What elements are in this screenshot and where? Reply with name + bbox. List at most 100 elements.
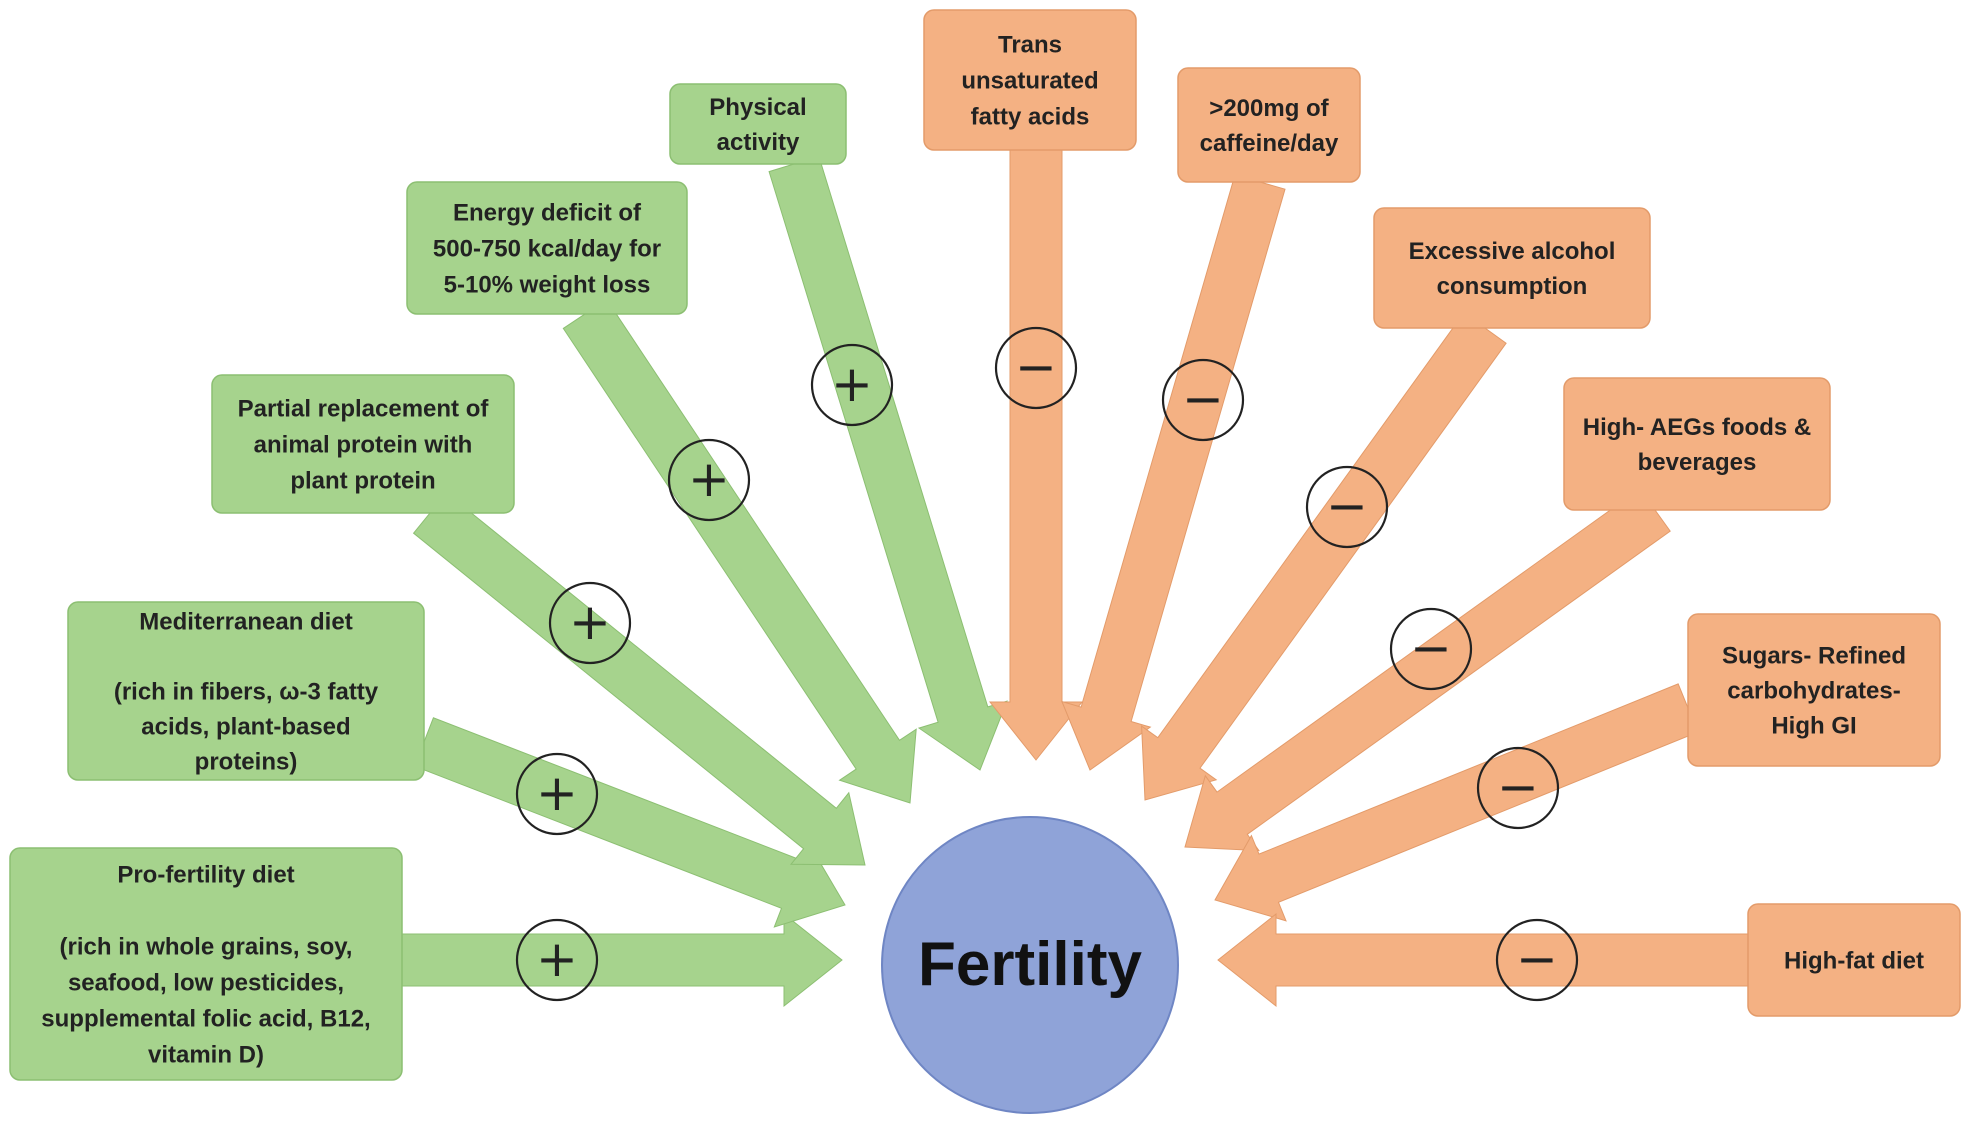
minus-sign-circle-ring bbox=[1305, 465, 1389, 549]
boxes-layer: Pro-fertility diet (rich in whole grains,… bbox=[9, 9, 1961, 1081]
negative-factor-box: High-fat diet bbox=[1747, 903, 1961, 1017]
plus-sign-circle: + bbox=[667, 438, 751, 522]
positive-factor-box-line: Physical bbox=[709, 94, 806, 121]
negative-factor-box-line: Excessive alcohol bbox=[1409, 238, 1616, 265]
positive-factor-box-line: animal protein with bbox=[254, 432, 473, 459]
plus-sign-circle: + bbox=[810, 343, 894, 427]
positive-factor-box-bg bbox=[406, 181, 688, 315]
negative-factor-box: Trans unsaturated fatty acids bbox=[923, 9, 1137, 151]
positive-arrow bbox=[768, 155, 1008, 771]
negative-factor-box-line: caffeine/day bbox=[1200, 130, 1339, 157]
minus-sign-circle: − bbox=[1161, 358, 1245, 442]
positive-factor-box: Mediterranean diet (rich in fibers, ω-3 f… bbox=[67, 601, 425, 781]
positive-factor-box-line: supplemental folic acid, B12, bbox=[41, 1006, 370, 1033]
positive-factor-box-line: proteins) bbox=[195, 749, 298, 776]
negative-arrow bbox=[1214, 683, 1699, 922]
positive-arrow bbox=[413, 717, 846, 928]
arrows-layer bbox=[401, 149, 1749, 1008]
negative-factor-box-line: fatty acids bbox=[971, 104, 1090, 131]
positive-factor-box-line: (rich in fibers, ω-3 fatty bbox=[114, 679, 379, 706]
positive-factor-box-line: Mediterranean diet bbox=[139, 609, 352, 636]
plus-sign-circle-ring bbox=[667, 438, 751, 522]
positive-factor-box-line: Energy deficit of bbox=[453, 200, 642, 227]
negative-factor-box-line: Sugars- Refined bbox=[1722, 643, 1906, 670]
negative-factor-box-line: unsaturated bbox=[961, 68, 1098, 95]
negative-factor-box-line: High GI bbox=[1771, 713, 1856, 740]
plus-sign-circle-ring bbox=[810, 343, 894, 427]
minus-sign-circle: − bbox=[1495, 918, 1579, 1002]
negative-factor-box-bg bbox=[1747, 903, 1961, 1017]
minus-sign-circle-ring bbox=[1161, 358, 1245, 442]
plus-sign-circle: + bbox=[515, 752, 599, 836]
negative-factor-box: Sugars- Refined carbohydrates- High GI bbox=[1687, 613, 1941, 767]
negative-arrow bbox=[988, 149, 1084, 761]
minus-sign-circle-ring bbox=[1389, 607, 1473, 691]
negative-factor-box-line: Trans bbox=[998, 32, 1062, 59]
plus-sign-circle-symbol: + bbox=[688, 450, 730, 508]
negative-arrow bbox=[1217, 912, 1749, 1008]
minus-sign-circle-symbol: − bbox=[1182, 370, 1224, 428]
plus-sign-circle-ring bbox=[515, 918, 599, 1002]
plus-sign-circle-ring bbox=[515, 752, 599, 836]
minus-sign-circle: − bbox=[1476, 746, 1560, 830]
positive-arrow bbox=[412, 492, 866, 866]
positive-factor-box: Energy deficit of 500-750 kcal/day for 5-1… bbox=[406, 181, 688, 315]
positive-factor-box-bg bbox=[67, 601, 425, 781]
minus-sign-circle: − bbox=[1389, 607, 1473, 691]
minus-sign-circle-ring bbox=[994, 326, 1078, 410]
fertility-center-label: Fertility bbox=[918, 930, 1142, 999]
negative-factor-box-line: High-fat diet bbox=[1784, 948, 1924, 975]
positive-factor-box: Partial replacement of animal protein wit… bbox=[211, 374, 515, 514]
positive-factor-box-line: acids, plant-based bbox=[141, 714, 350, 741]
minus-sign-circle-symbol: − bbox=[1015, 338, 1057, 396]
signs-layer: + + + + + − − − − − − bbox=[515, 326, 1579, 1002]
positive-factor-box-line: plant protein bbox=[290, 468, 435, 495]
positive-factor-box-line: vitamin D) bbox=[148, 1042, 264, 1069]
positive-factor-box-bg bbox=[9, 847, 403, 1081]
negative-factor-box-bg bbox=[1563, 377, 1831, 511]
plus-sign-circle-symbol: + bbox=[569, 593, 611, 651]
minus-sign-circle: − bbox=[994, 326, 1078, 410]
minus-sign-circle: − bbox=[1305, 465, 1389, 549]
minus-sign-circle-ring bbox=[1476, 746, 1560, 830]
negative-arrow bbox=[1061, 174, 1286, 771]
positive-factor-box-line: Partial replacement of bbox=[238, 396, 490, 423]
plus-sign-circle-symbol: + bbox=[536, 764, 578, 822]
minus-sign-circle-ring bbox=[1495, 918, 1579, 1002]
positive-factor-box-bg bbox=[669, 83, 847, 165]
positive-factor-box-bg bbox=[211, 374, 515, 514]
negative-factor-box-bg bbox=[1687, 613, 1941, 767]
center-layer: Fertility bbox=[881, 816, 1179, 1114]
minus-sign-circle-symbol: − bbox=[1516, 930, 1558, 988]
negative-factor-box-line: >200mg of bbox=[1209, 95, 1329, 122]
negative-factor-box-line: consumption bbox=[1437, 273, 1588, 300]
plus-sign-circle: + bbox=[515, 918, 599, 1002]
positive-factor-box: Pro-fertility diet (rich in whole grains,… bbox=[9, 847, 403, 1081]
positive-factor-box-line: Pro-fertility diet bbox=[117, 862, 294, 889]
negative-arrow bbox=[1184, 488, 1671, 852]
negative-factor-box-line: carbohydrates- bbox=[1727, 678, 1900, 705]
negative-factor-box: High- AEGs foods & beverages bbox=[1563, 377, 1831, 511]
positive-arrow bbox=[562, 298, 917, 804]
negative-factor-box-bg bbox=[923, 9, 1137, 151]
fertility-center-circle bbox=[881, 816, 1179, 1114]
minus-sign-circle-symbol: − bbox=[1410, 619, 1452, 677]
positive-arrow bbox=[401, 912, 843, 1008]
negative-factor-box-bg bbox=[1177, 67, 1361, 183]
negative-factor-box-bg bbox=[1373, 207, 1651, 329]
plus-sign-circle-symbol: + bbox=[536, 930, 578, 988]
minus-sign-circle-symbol: − bbox=[1326, 477, 1368, 535]
negative-factor-box: Excessive alcohol consumption bbox=[1373, 207, 1651, 329]
negative-factor-box-line: High- AEGs foods & bbox=[1583, 414, 1811, 441]
negative-factor-box-line: beverages bbox=[1638, 449, 1757, 476]
positive-factor-box-line: seafood, low pesticides, bbox=[68, 970, 344, 997]
positive-factor-box-line: 5-10% weight loss bbox=[444, 272, 651, 299]
positive-factor-box-line: (rich in whole grains, soy, bbox=[60, 934, 353, 961]
positive-factor-box-line: 500-750 kcal/day for bbox=[433, 236, 661, 263]
plus-sign-circle-symbol: + bbox=[831, 355, 873, 413]
negative-arrow bbox=[1141, 312, 1507, 801]
negative-factor-box: >200mg of caffeine/day bbox=[1177, 67, 1361, 183]
plus-sign-circle-ring bbox=[548, 581, 632, 665]
